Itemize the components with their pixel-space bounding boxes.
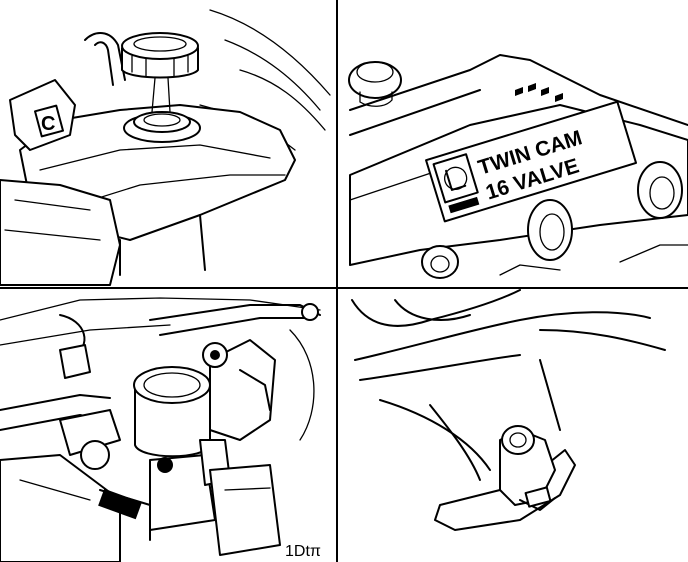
plug-hole-1 (527, 199, 573, 261)
reservoir-neck (133, 111, 191, 133)
artist-signature: 1Dtπ (285, 543, 321, 560)
panel-valve-cover: TWIN CAM 16 VALVE (348, 54, 688, 279)
panel-coolant-reservoir: C (0, 9, 331, 286)
label-c: C (41, 113, 55, 135)
panel-throttle-body: 1Dtπ (0, 297, 321, 562)
manifold-outlet (501, 425, 535, 455)
plug-hole-3 (421, 245, 459, 279)
plug-hole-2 (637, 161, 683, 219)
oil-filler-cap (348, 61, 402, 99)
panel-exhaust-manifold (351, 289, 666, 531)
